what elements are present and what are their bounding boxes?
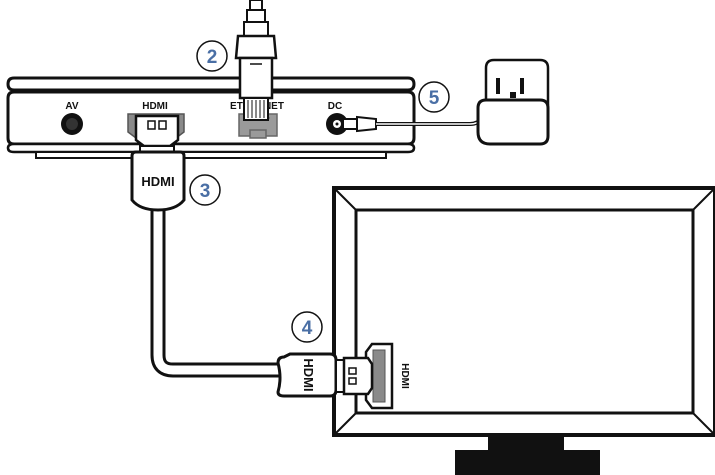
av-port [61, 113, 83, 135]
step-4-number: 4 [302, 318, 313, 339]
tv-hdmi-port [364, 342, 394, 410]
step-5-marker: 5 [418, 81, 450, 113]
port-label-dc: DC [328, 101, 342, 112]
step-4-marker: 4 [291, 311, 323, 343]
step-3-number: 3 [200, 181, 211, 202]
television [332, 186, 715, 475]
step-3-marker: 3 [189, 174, 221, 206]
step-5-number: 5 [429, 88, 440, 109]
set-top-box [6, 76, 416, 159]
step-2-marker: 2 [196, 40, 228, 72]
hdmi-cable [150, 205, 284, 378]
port-label-av: AV [65, 101, 78, 112]
hdmi-plug-tv-label: HDMI [301, 358, 316, 391]
hdmi-plug-box [130, 114, 186, 212]
hdmi-plug-tv [276, 352, 374, 398]
tv-port-label: HDMI [399, 363, 410, 389]
ethernet-cable [234, 0, 278, 121]
port-label-hdmi: HDMI [142, 101, 168, 112]
step-2-number: 2 [207, 47, 218, 68]
hdmi-plug-box-label: HDMI [141, 174, 174, 189]
power-adapter [476, 58, 550, 146]
